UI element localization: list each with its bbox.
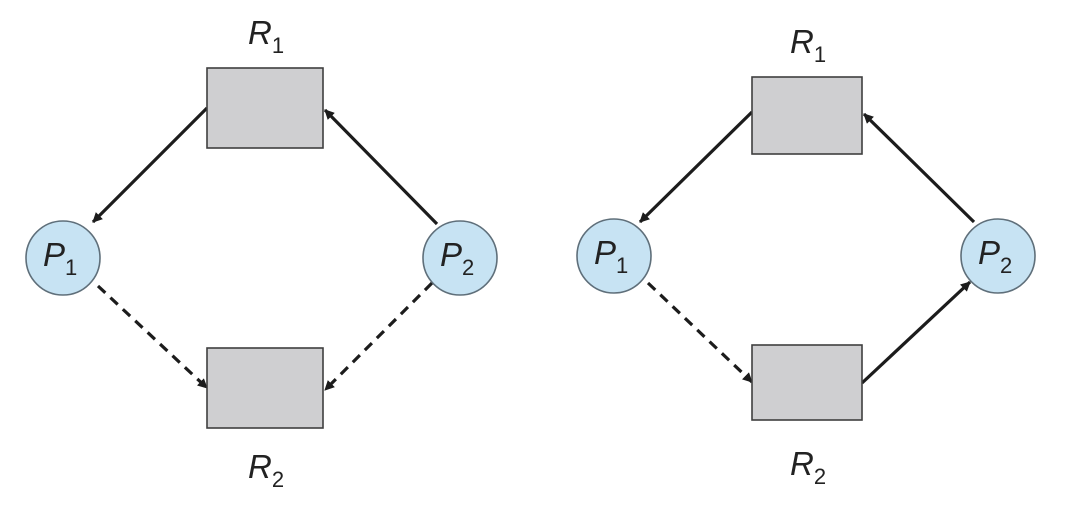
left-edge-p1-to-r2-claim: [96, 284, 209, 390]
left-resource-r1: R1: [206, 14, 324, 149]
right-resource-r1-label: R1: [790, 23, 826, 67]
left-process-p2-circle: [422, 220, 498, 296]
left-resource-r2-label: R2: [248, 448, 284, 492]
left-resource-r2-box: [206, 347, 324, 429]
right-process-p2-label-letter: P: [978, 234, 1000, 271]
left-process-p1: P1: [25, 220, 101, 296]
left-resource-r2-label-letter: R: [248, 448, 272, 485]
left-process-p1-label-subscript: 1: [65, 255, 77, 280]
left-resource-r1-box: [206, 67, 324, 149]
right-process-p1-circle: [576, 218, 652, 294]
left-resource-r1-label-letter: R: [248, 14, 272, 51]
right-resource-r2-label: R2: [790, 445, 826, 489]
left-edge-p2-to-r2-claim: [323, 281, 434, 392]
right-process-p2: P2: [960, 218, 1036, 294]
left-resource-r2: R2: [206, 347, 324, 492]
left-process-p1-label: P1: [43, 236, 77, 280]
left-resource-r1-label: R1: [248, 14, 284, 58]
right-process-p1-label-subscript: 1: [616, 253, 628, 278]
right-edge-p2-to-r1: [862, 112, 976, 224]
right-edge-r1-to-p1: [638, 110, 754, 224]
left-process-p2-label-letter: P: [440, 236, 462, 273]
right-process-p1: P1: [576, 218, 652, 294]
left-edge-p2-to-r1: [323, 108, 439, 226]
right-resource-r1: R1: [751, 23, 863, 155]
right-process-p2-label: P2: [978, 234, 1012, 278]
left-process-p2-label: P2: [440, 236, 474, 280]
left-resource-r1-label-subscript: 1: [272, 33, 284, 58]
right-resource-r1-label-letter: R: [790, 23, 814, 60]
left-process-p1-label-letter: P: [43, 236, 65, 273]
left-resource-r2-label-subscript: 2: [272, 467, 284, 492]
left-process-p2-label-subscript: 2: [462, 255, 474, 280]
right-resource-r2-box: [751, 344, 863, 421]
right-resource-r1-box: [751, 76, 863, 155]
right-resource-r2-label-subscript: 2: [814, 464, 826, 489]
left-edge-r1-to-p1: [91, 106, 209, 224]
right-process-p1-label: P1: [594, 234, 628, 278]
right-resource-r2-label-letter: R: [790, 445, 814, 482]
right-process-p1-label-letter: P: [594, 234, 616, 271]
left-process-p1-circle: [25, 220, 101, 296]
right-resource-r2: R2: [751, 344, 863, 489]
right-edge-p1-to-r2-claim: [646, 281, 754, 384]
right-resource-r1-label-subscript: 1: [814, 42, 826, 67]
right-edge-r2-to-p2: [860, 280, 972, 385]
right-process-p2-label-subscript: 2: [1000, 253, 1012, 278]
left-process-p2: P2: [422, 220, 498, 296]
right-process-p2-circle: [960, 218, 1036, 294]
